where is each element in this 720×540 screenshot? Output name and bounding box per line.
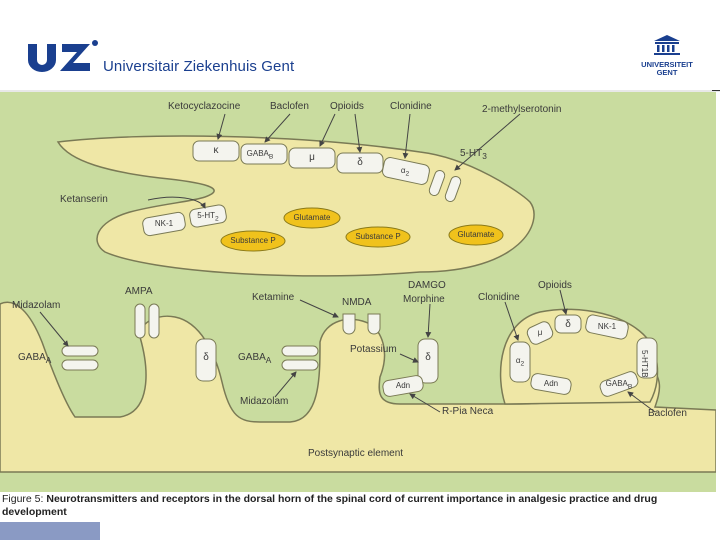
gabab-receptor-right [599,371,639,397]
label-postsynaptic-element: Postsynaptic element [308,448,404,459]
label-gaba-b: GABAB [246,149,274,161]
delta-receptor-right [554,314,582,334]
label-midazolam-left: Midazolam [12,300,61,311]
label-gabaa-left: GABAA [18,352,52,365]
label-mu: μ [309,152,315,163]
label-potassium: Potassium [350,344,397,355]
5ht1b-receptor [636,337,658,379]
label-adn-right: Adn [543,379,559,388]
label-ketanserin: Ketanserin [60,194,108,205]
label-ketocyclazocine: Ketocyclazocine [168,101,241,112]
adn-receptor-mid [382,375,424,397]
nmda-channel-left [342,313,356,335]
label-delta-mid: δ [425,352,431,363]
alpha2-receptor-right [509,341,531,383]
label-ampa: AMPA [125,286,153,297]
mu-receptor [288,147,336,169]
label-nk1: NK-1 [154,219,174,228]
label-5ht3: 5-HT3 [460,148,487,161]
5ht2-receptor [189,204,227,228]
label-adn-mid: Adn [395,381,411,390]
label-alpha2: α2 [400,166,410,178]
caption-text: Neurotransmitters and receptors in the d… [2,493,658,518]
label-baclofen-right: Baclofen [648,408,687,419]
label-substance-p-2: Substance P [355,232,401,241]
caption-prefix: Figure 5: [2,493,47,505]
university-logo: UNIVERSITEIT GENT [636,34,698,84]
label-delta-left: δ [203,352,209,363]
delta-receptor [336,152,384,174]
university-logo-line2: GENT [656,68,678,77]
label-midazolam-mid: Midazolam [240,396,289,407]
university-building-icon [654,35,680,55]
kappa-receptor [192,140,240,162]
gabaa-channel-bottom-left [61,359,99,371]
label-morphine: Morphine [403,294,445,305]
label-5ht1b: 5-HT1B [640,350,649,378]
gaba-b-receptor [240,143,288,165]
vesicle-glutamate-1 [283,207,341,229]
label-opioids: Opioids [330,101,364,112]
label-baclofen: Baclofen [270,101,309,112]
label-substance-p-1: Substance P [230,236,276,245]
5ht3-channel-left [428,169,446,197]
figure: Ketocyclazocine Baclofen Opioids Clonidi… [0,92,716,522]
label-opioids-right: Opioids [538,280,572,291]
gabaa-channel-top-left [61,345,99,357]
figure-caption: Figure 5: Neurotransmitters and receptor… [0,492,716,522]
label-ketamine: Ketamine [252,292,295,303]
5ht3-channel-right [444,175,462,203]
hospital-name: Universitair Ziekenhuis Gent [103,58,295,75]
label-gabab-right: GABAB [605,379,633,391]
vesicle-glutamate-2 [448,224,504,246]
nk1-receptor [142,211,186,237]
delta-receptor-left [195,338,217,382]
vesicle-substance-p-2 [345,226,411,248]
ampa-channel-right [148,303,160,339]
label-glutamate-1: Glutamate [293,213,331,222]
gabaa-channel-top-mid [281,345,319,357]
vesicle-substance-p-1 [220,230,286,252]
label-nk1-right: NK-1 [597,322,617,331]
uz-logo-icon [28,40,98,72]
gabaa-channel-bottom-mid [281,359,319,371]
ampa-channel-left [134,303,146,339]
label-kappa: κ [213,145,219,156]
label-2-methylserotonin: 2-methylserotonin [482,104,562,115]
mu-receptor-right [526,321,554,345]
label-gabaa-mid: GABAA [238,352,272,365]
label-alpha2-right: α2 [515,356,525,368]
nk1-receptor-right [585,314,629,340]
label-mu-right: μ [537,328,543,337]
label-nmda: NMDA [342,297,372,308]
label-delta-right: δ [565,319,571,330]
label-glutamate-2: Glutamate [457,230,495,239]
label-damgo: DAMGO [408,280,446,291]
header-divider-tick [712,90,720,91]
alpha2-receptor [382,157,430,185]
header-divider [0,90,720,92]
label-clonidine-right: Clonidine [478,292,520,303]
nmda-channel-right [367,313,381,335]
label-rpia-neca: R-Pia Neca [442,406,494,417]
label-clonidine: Clonidine [390,101,432,112]
adn-receptor-right [530,373,572,395]
label-delta: δ [357,157,363,168]
footer-accent-bar [0,522,100,540]
label-5ht2: 5-HT2 [197,211,219,223]
university-logo-line1: UNIVERSITEIT [641,60,693,69]
synapse-diagram [0,113,716,473]
page-header: Universitair Ziekenhuis Gent UNIVERSITEI… [0,0,720,92]
